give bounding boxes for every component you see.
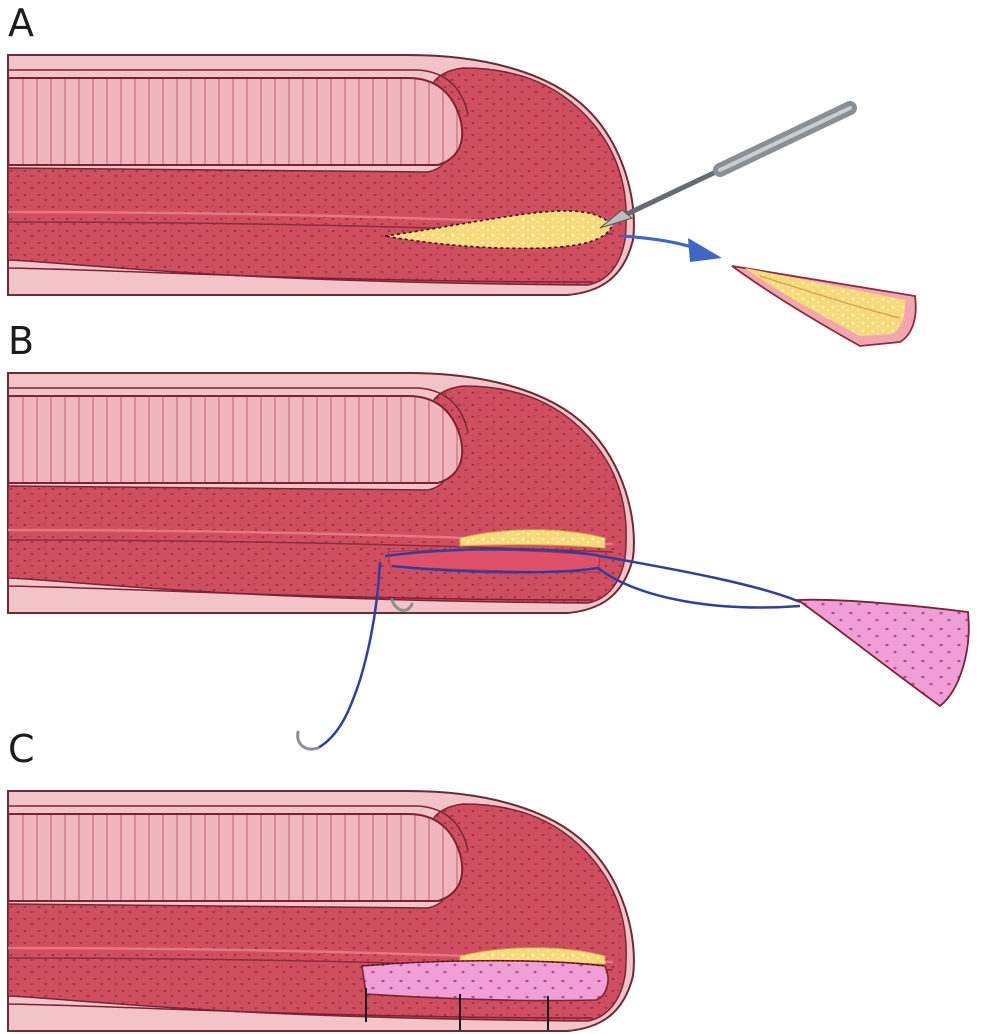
suture-thread [317,547,801,750]
graft-patch [795,598,970,708]
curved-needle-icon [296,598,414,751]
panel-label-c: C [8,727,35,771]
scalpel-icon [599,101,857,229]
plaque-remnant [459,529,606,549]
transfer-arrow-icon [621,234,722,262]
stitches [365,988,549,1030]
panel-label-b: B [8,319,35,363]
sewn-graft [361,959,609,1002]
panel-b-organ [6,371,636,615]
panel-label-a: A [8,1,34,45]
panel-a-organ [6,53,636,297]
excised-plaque [731,265,917,347]
excision-site [384,210,613,250]
